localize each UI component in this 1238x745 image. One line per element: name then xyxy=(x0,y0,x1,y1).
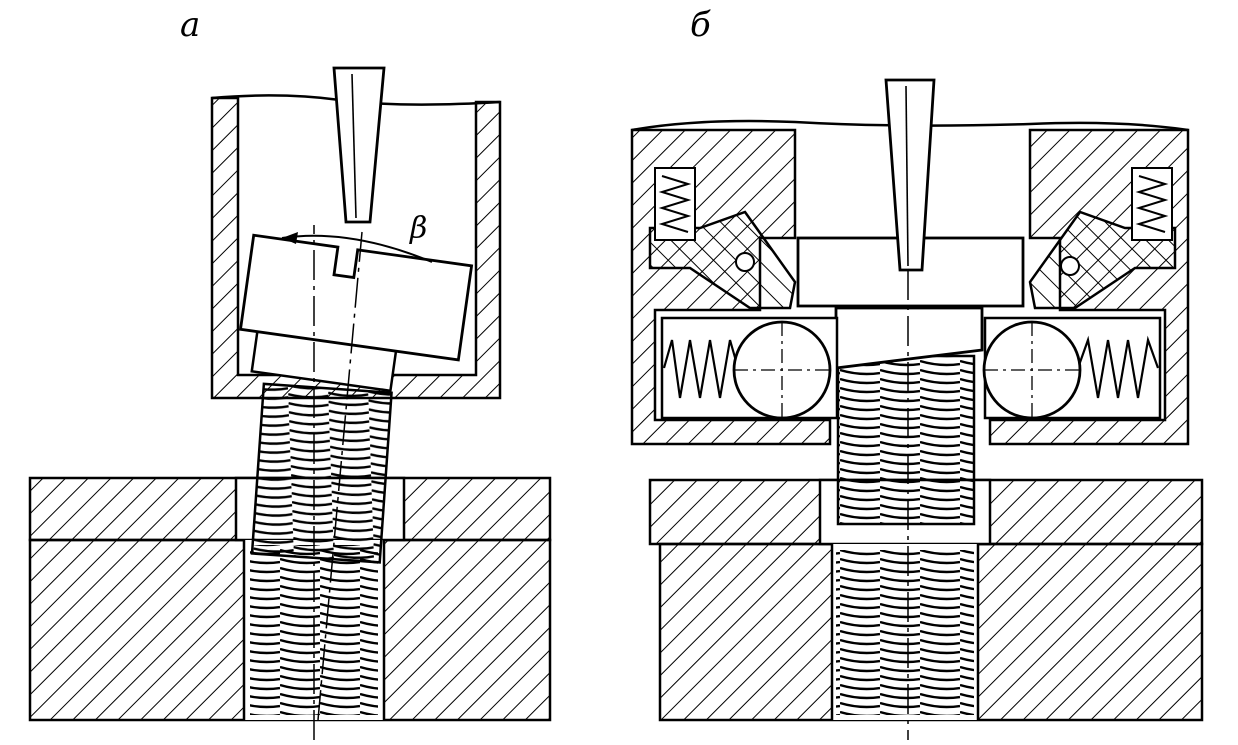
threaded-hole-b xyxy=(836,550,974,715)
side-spring-left xyxy=(662,339,740,399)
screwdriver-blade-a xyxy=(332,66,386,224)
screw-shank-b xyxy=(836,354,976,526)
side-spring-right xyxy=(1076,335,1160,399)
top-spring-left xyxy=(654,167,696,241)
panel-b-label: б xyxy=(690,5,711,45)
panel-a-label: а xyxy=(180,5,200,45)
panel-a: а xyxy=(28,5,552,740)
tilt-angle-indicator: β xyxy=(281,211,433,263)
screwdriver-blade-b xyxy=(884,78,936,272)
pivot-pin-left xyxy=(735,252,755,272)
tilted-axis-line-a xyxy=(317,231,363,721)
top-spring-right xyxy=(1131,167,1173,241)
angle-label: β xyxy=(409,211,427,246)
screw-shank-a xyxy=(250,382,393,564)
panel-b: б xyxy=(630,5,1204,740)
pivot-pin-right xyxy=(1060,256,1080,276)
